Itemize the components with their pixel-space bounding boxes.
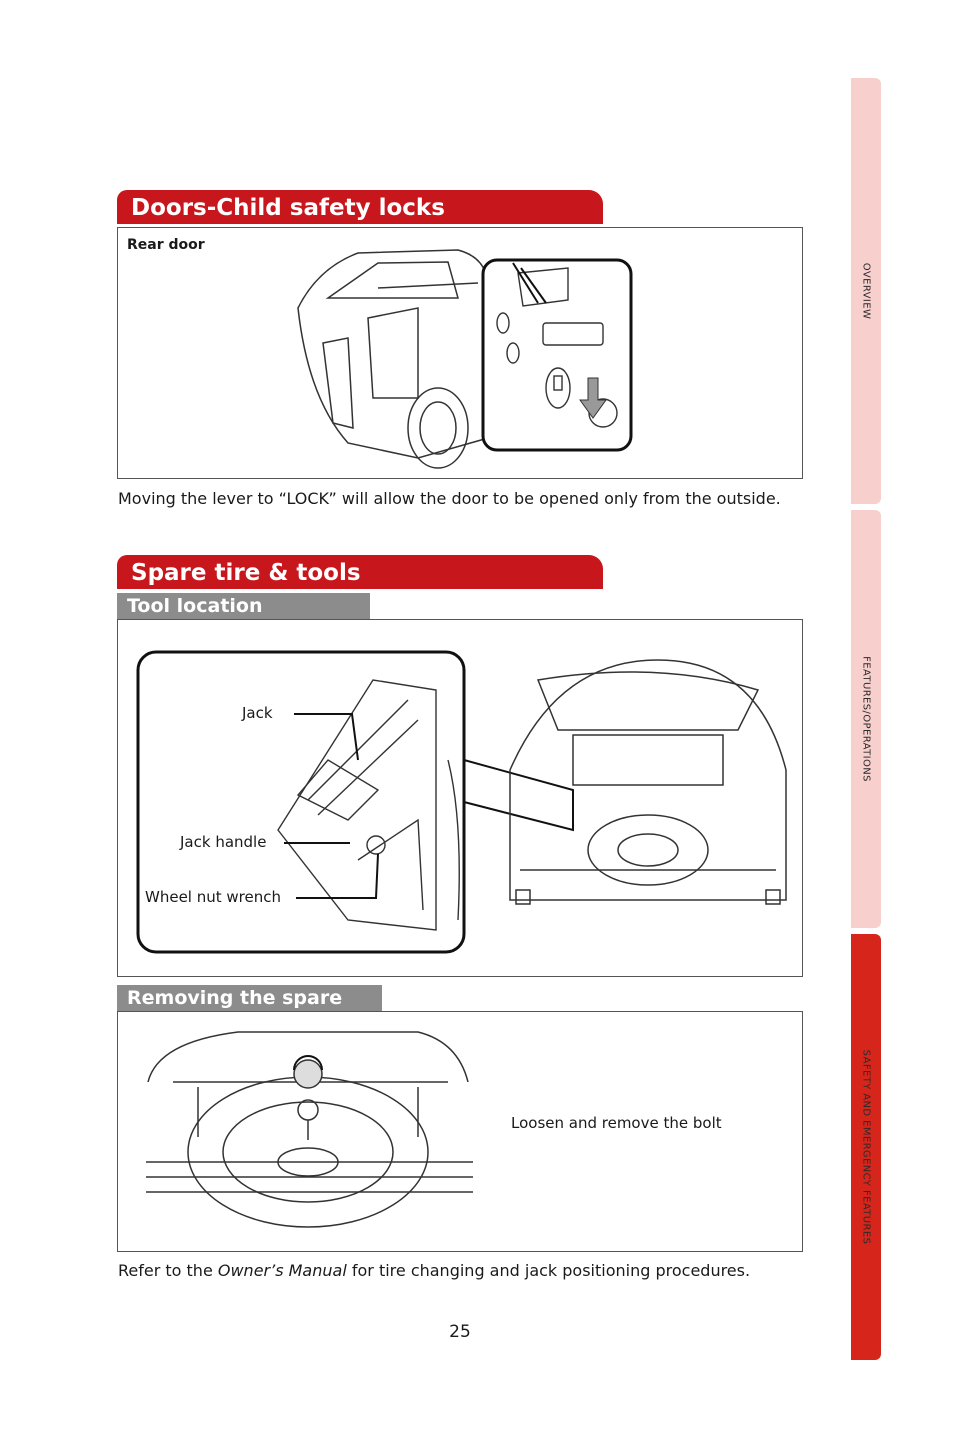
- callout-jack-handle: Jack handle: [180, 833, 267, 851]
- owners-manual-reference: Owner’s Manual: [217, 1261, 347, 1280]
- figure-label-rear-door: Rear door: [127, 237, 205, 253]
- removing-spare-tire-figure: Loosen and remove the bolt: [117, 1011, 803, 1252]
- rear-door-illustration: [297, 249, 633, 469]
- spare-tire-illustration: [146, 1031, 473, 1228]
- subheading-removing-spare-tire: Removing the spare tire: [117, 985, 382, 1035]
- tab-overview-label: OVERVIEW: [860, 262, 872, 320]
- tab-overview[interactable]: OVERVIEW: [851, 78, 881, 504]
- tool-location-illustration: [136, 650, 787, 954]
- tab-safety-label: SAFETY AND EMERGENCY FEATURES: [860, 1049, 872, 1245]
- rear-door-figure: Rear door: [117, 227, 803, 479]
- child-lock-description: Moving the lever to “LOCK” will allow th…: [118, 489, 781, 508]
- tool-location-figure: Jack Jack handle Wheel nut wrench: [117, 619, 803, 977]
- page-number: 25: [449, 1322, 471, 1342]
- tab-features-operations[interactable]: FEATURES/OPERATIONS: [851, 510, 881, 928]
- section-title-child-locks: Doors-Child safety locks: [117, 190, 603, 224]
- section-title-spare-tire: Spare tire & tools: [117, 555, 603, 589]
- callout-jack: Jack: [242, 704, 273, 722]
- instruction-loosen-bolt: Loosen and remove the bolt: [511, 1114, 722, 1132]
- callout-wheel-nut-wrench: Wheel nut wrench: [145, 888, 281, 906]
- tab-safety-emergency[interactable]: SAFETY AND EMERGENCY FEATURES: [851, 934, 881, 1360]
- tire-changing-note: Refer to the Owner’s Manual for tire cha…: [118, 1258, 798, 1283]
- subheading-tool-location: Tool location: [117, 593, 370, 619]
- note-text-before: Refer to the: [118, 1261, 218, 1280]
- tab-features-label: FEATURES/OPERATIONS: [860, 656, 872, 782]
- note-text-after: for tire changing and jack positioning p…: [346, 1261, 751, 1280]
